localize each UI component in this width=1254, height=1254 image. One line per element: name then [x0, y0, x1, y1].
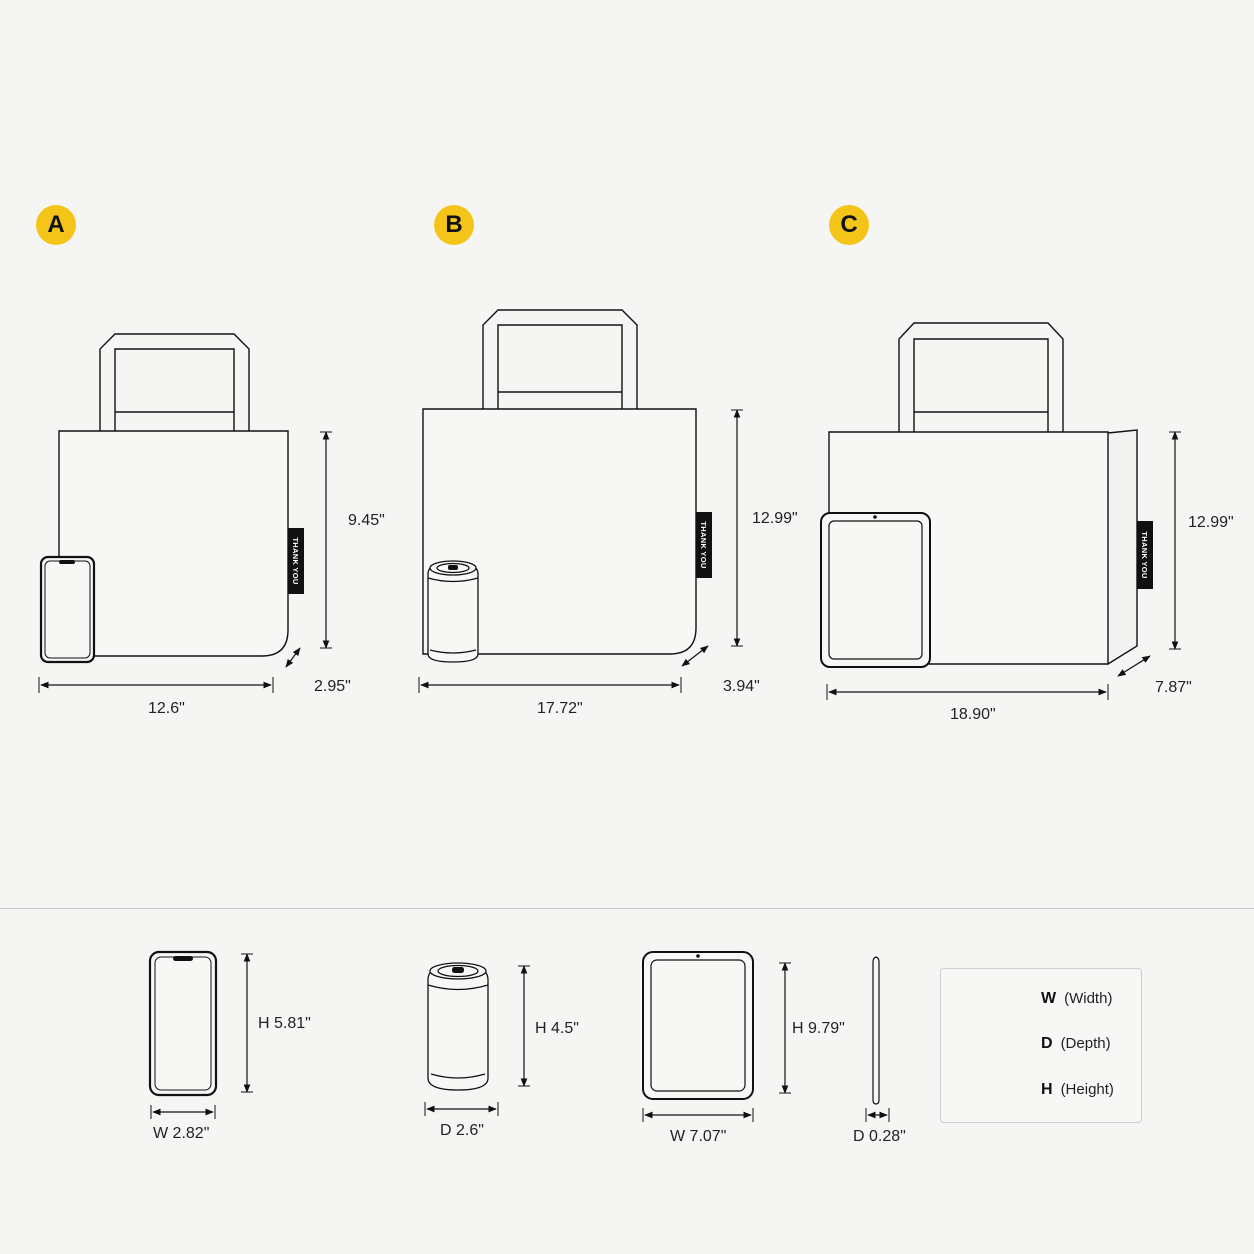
- bag-b-tag: [696, 512, 712, 578]
- ref-can: [427, 962, 489, 1091]
- bag-a-handle-inner: [114, 348, 235, 432]
- bag-c-depth-label: 7.87": [1155, 679, 1192, 696]
- bag-a-handle-outer: [99, 333, 250, 432]
- legend: W (Width) D (Depth) H (Height): [940, 968, 1142, 1123]
- tablet-width-label: W 7.07": [670, 1128, 727, 1145]
- ref-tablet-side: [872, 956, 880, 1105]
- bag-b-handle-inner: [497, 324, 623, 410]
- bag-b-height-label: 12.99": [752, 510, 798, 527]
- bag-c-handle-inner: [913, 338, 1049, 432]
- bag-b-width-label: 17.72": [537, 700, 583, 717]
- can-height-label: H 4.5": [535, 1020, 579, 1037]
- ref-phone: [148, 950, 218, 1097]
- legend-d-label: (Depth): [1060, 1035, 1111, 1052]
- bag-c-tag: [1137, 521, 1153, 589]
- legend-width: W (Width): [1041, 990, 1112, 1008]
- bag-b-handle-outer: [482, 309, 638, 410]
- bag-c-width-label: 18.90": [950, 706, 996, 723]
- bag-c-depth-line: [1117, 655, 1151, 677]
- tablet-depth-label: D 0.28": [853, 1128, 906, 1145]
- phone-height-label: H 5.81": [258, 1015, 311, 1032]
- legend-w-letter: W: [1041, 990, 1057, 1007]
- bag-c-handle-outer: [898, 322, 1064, 432]
- badge-a: A: [36, 205, 76, 245]
- section-divider: [0, 908, 1254, 909]
- badge-b: B: [434, 205, 474, 245]
- bag-c-height-label: 12.99": [1188, 514, 1234, 531]
- bag-b: [422, 309, 712, 655]
- bag-a: [58, 333, 304, 657]
- bag-c-tablet: [820, 512, 931, 668]
- legend-height: H (Height): [1041, 1081, 1114, 1099]
- bag-b-tag-text: THANK YOU: [699, 521, 708, 568]
- tablet-height-label: H 9.79": [792, 1020, 845, 1037]
- bag-a-depth-label: 2.95": [314, 678, 351, 695]
- legend-w-label: (Width): [1064, 990, 1113, 1007]
- bag-a-tag: [288, 528, 304, 594]
- can-depth-label: D 2.6": [440, 1122, 484, 1139]
- legend-h-letter: H: [1041, 1081, 1053, 1098]
- bag-c-side: [1107, 429, 1138, 665]
- bag-b-can: [427, 560, 479, 663]
- bag-c-tag-text: THANK YOU: [1140, 531, 1149, 578]
- bag-a-width-label: 12.6": [148, 700, 185, 717]
- bag-a-depth-line: [285, 647, 301, 668]
- ref-tablet: [642, 951, 754, 1100]
- bag-a-body: [58, 430, 289, 657]
- legend-d-letter: D: [1041, 1035, 1053, 1052]
- bag-b-depth-line: [681, 645, 709, 667]
- badge-c: C: [829, 205, 869, 245]
- bag-b-depth-label: 3.94": [723, 678, 760, 695]
- legend-h-label: (Height): [1060, 1081, 1114, 1098]
- bag-a-tag-text: THANK YOU: [291, 537, 300, 584]
- bag-a-phone: [39, 555, 96, 664]
- bag-a-height-label: 9.45": [348, 512, 385, 529]
- legend-depth: D (Depth): [1041, 1035, 1111, 1053]
- phone-width-label: W 2.82": [153, 1125, 210, 1142]
